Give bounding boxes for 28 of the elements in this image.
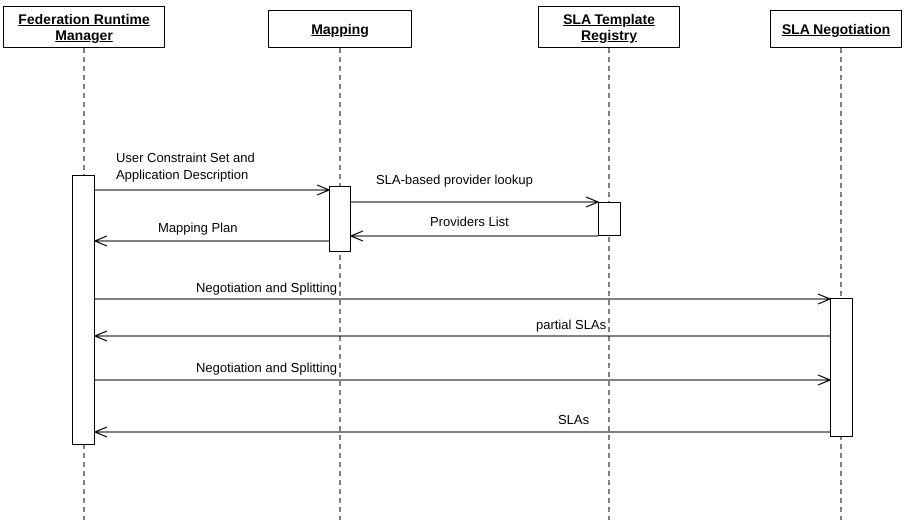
message-arrow xyxy=(94,426,830,438)
message-arrow xyxy=(94,184,330,196)
lifeline-header xyxy=(770,10,902,48)
message-label: partial SLAs xyxy=(536,316,608,333)
message-label: User Constraint Set and Application Description xyxy=(116,149,256,183)
participant-name: Federation Runtime Manager xyxy=(17,11,151,43)
message-label: Negotiation and Splitting xyxy=(196,279,338,296)
lifeline-header xyxy=(538,6,680,48)
message-arrow xyxy=(94,235,330,247)
message-arrow xyxy=(94,374,831,386)
lifeline-header xyxy=(268,10,412,48)
message-label: Negotiation and Splitting xyxy=(196,359,338,376)
message-arrow xyxy=(350,230,598,242)
activation-bar xyxy=(830,298,853,437)
message-arrow xyxy=(94,293,831,305)
participant-name: Mapping xyxy=(311,21,369,37)
message-label: Providers List xyxy=(430,213,510,230)
message-label: SLAs xyxy=(558,411,590,428)
activation-bar xyxy=(72,175,95,445)
activation-bar xyxy=(329,186,351,252)
activation-bar xyxy=(598,202,621,236)
message-arrow xyxy=(350,196,599,208)
message-label: Mapping Plan xyxy=(158,219,238,236)
message-label: SLA-based provider lookup xyxy=(376,171,534,188)
message-arrow xyxy=(94,330,830,342)
lifeline-header xyxy=(3,6,165,48)
participant-name: SLA Template Registry xyxy=(562,11,656,43)
participant-name: SLA Negotiation xyxy=(782,21,890,37)
